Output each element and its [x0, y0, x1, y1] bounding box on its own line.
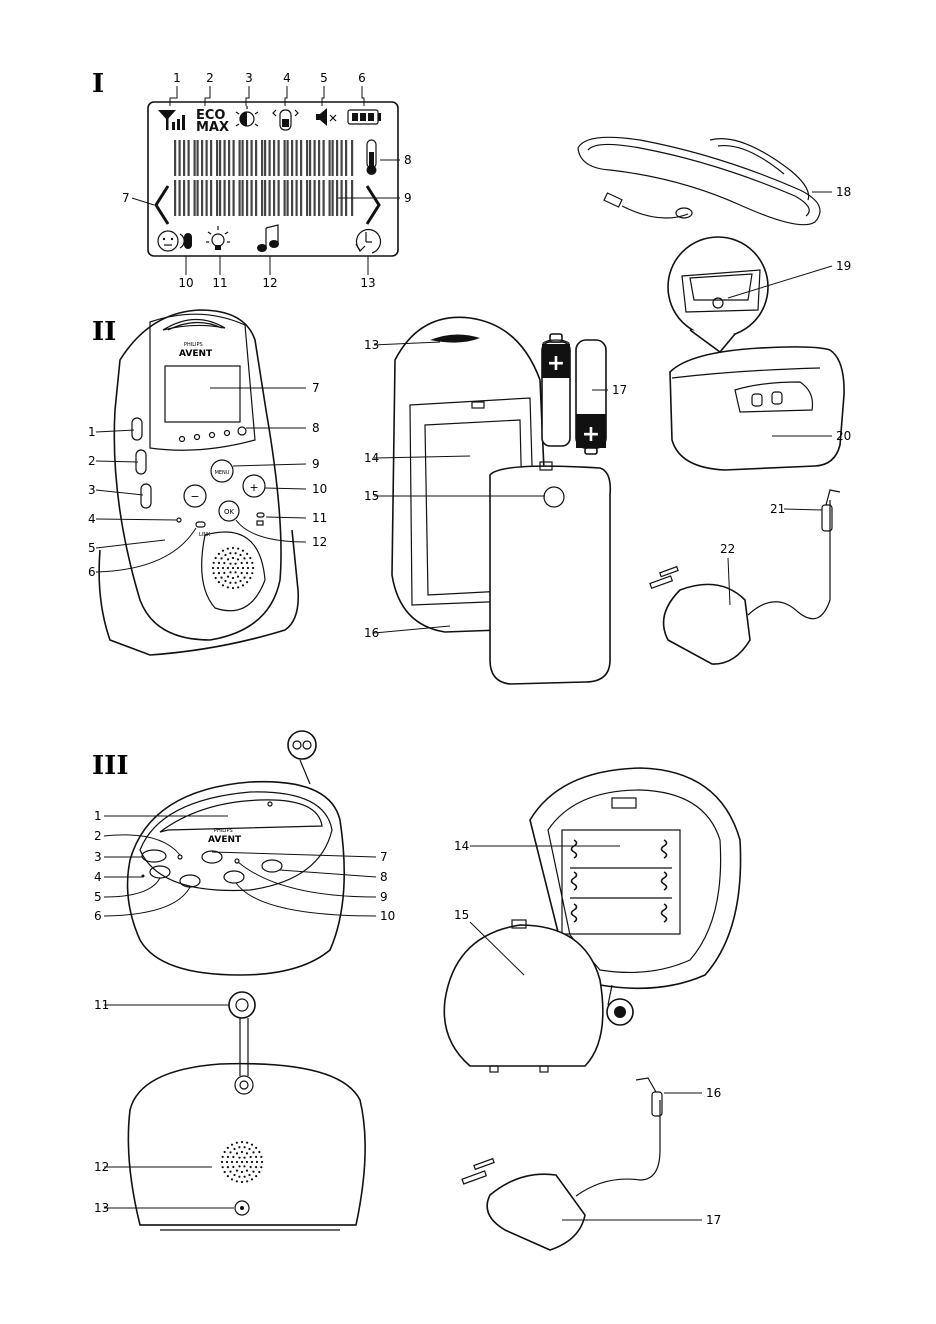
baby-power-adapter-illustration [462, 1078, 662, 1250]
callout-number: 4 [283, 71, 291, 85]
callout-number: 19 [836, 259, 851, 273]
ok-button-label: OK [224, 508, 235, 516]
callout-number: 8 [312, 421, 320, 435]
svg-text:+: + [547, 351, 565, 376]
callout-number: 16 [706, 1086, 721, 1100]
baby-brand-small-text: PHILIPS [214, 828, 233, 834]
callout-number: 1 [88, 425, 96, 439]
callout-number: 11 [212, 276, 227, 290]
callout-number: 21 [770, 502, 785, 516]
callout-number: 7 [122, 191, 130, 205]
charger-cradle-illustration [668, 237, 844, 470]
eco-max-text: MAX [196, 120, 229, 135]
callout-number: 6 [94, 909, 102, 923]
section-label-2: II [92, 317, 116, 347]
callout-number: 3 [88, 483, 96, 497]
callout-number: 5 [88, 541, 96, 555]
callout-number: 2 [88, 454, 96, 468]
callout-number: 2 [94, 829, 102, 843]
callout-number: 11 [312, 511, 327, 525]
callout-number: 10 [178, 276, 193, 290]
callout-number: 17 [706, 1213, 721, 1227]
callout-number: 9 [380, 890, 388, 904]
callout-number: 1 [94, 809, 102, 823]
battery-aaa-1: + [542, 334, 570, 446]
parent-unit-illustration: PHILIPS AVENT MENU − + OK LINK [99, 310, 298, 655]
battery-cover-illustration [490, 462, 610, 684]
callout-number: 22 [720, 542, 735, 556]
callout-number: 3 [245, 71, 253, 85]
section-label-1: I [92, 69, 104, 99]
callout-number: 2 [206, 71, 214, 85]
callout-number: 4 [88, 512, 96, 526]
callout-number: 5 [94, 890, 102, 904]
svg-text:+: + [582, 422, 600, 447]
plus-button-label: + [249, 481, 258, 494]
callout-number: 18 [836, 185, 851, 199]
callout-number: 9 [404, 191, 412, 205]
power-adapter-illustration [650, 490, 840, 664]
callout-number: 6 [88, 565, 96, 579]
callout-number: 1 [173, 71, 181, 85]
callout-number: 7 [380, 850, 388, 864]
callout-number: 15 [454, 908, 469, 922]
minus-button-label: − [190, 490, 199, 503]
neck-cord-illustration [578, 137, 820, 224]
baby-unit-back-illustration [128, 992, 365, 1230]
callout-number: 9 [312, 457, 320, 471]
battery-aaa-2: + [576, 340, 606, 454]
callout-number: 13 [360, 276, 375, 290]
callout-number: 8 [380, 870, 388, 884]
callout-number: 7 [312, 381, 320, 395]
callout-number: 12 [262, 276, 277, 290]
callout-number: 4 [94, 870, 102, 884]
brand-small-text: PHILIPS [184, 342, 203, 348]
baby-brand-text: AVENT [208, 835, 242, 845]
section-label-3: III [92, 751, 129, 781]
callout-number: 10 [380, 909, 395, 923]
menu-button-label: MENU [215, 470, 230, 476]
brand-text: AVENT [179, 349, 213, 359]
callout-number: 6 [358, 71, 366, 85]
callout-number: 3 [94, 850, 102, 864]
callout-number: 14 [454, 839, 469, 853]
callout-number: 17 [612, 383, 627, 397]
callout-number: 10 [312, 482, 327, 496]
callout-number: 20 [836, 429, 851, 443]
callout-number: 12 [312, 535, 327, 549]
callout-number: 8 [404, 153, 412, 167]
callout-number: 5 [320, 71, 328, 85]
